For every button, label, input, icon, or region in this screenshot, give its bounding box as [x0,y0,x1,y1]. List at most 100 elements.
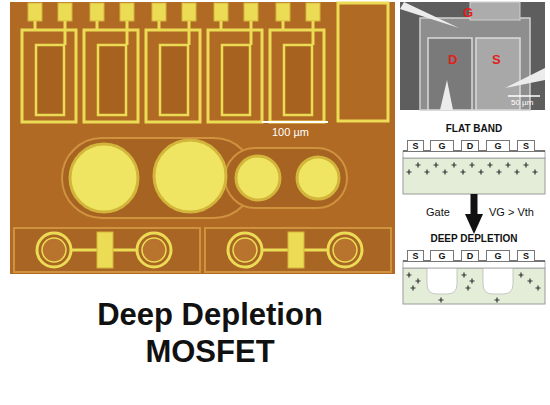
electrode-label: S [408,141,423,151]
electrode-box: G [430,140,454,152]
probe-needle [400,2,459,28]
capacitor-pad [236,156,280,200]
pad-lead [126,21,129,45]
capacitor-pad [297,157,339,199]
terminal-label: D [448,52,457,67]
probe-pad [244,3,258,21]
terminal-label: S [492,52,501,67]
probe-pad [152,3,166,21]
charge-symbol [452,163,457,168]
probe-pad [182,3,196,21]
substrate [403,158,545,194]
probe-pad [58,3,72,21]
sem-gate-pad [470,2,520,20]
test-structure [84,3,138,122]
pad-lead [250,21,253,45]
ring-electrode [142,238,166,262]
sem-background [400,2,545,110]
depletion-region [427,268,457,294]
capacitor-pad [154,140,226,212]
scale-label: 100 µm [272,126,309,138]
electrode-box: G [486,250,510,262]
ring-frame [205,228,391,272]
probe-pad [276,3,290,21]
test-structure [22,3,76,122]
charge-symbol [479,170,484,175]
transition-arrow [471,194,478,214]
pad-outline [146,30,200,122]
electrode-label: D [462,251,478,261]
pad-outline [98,45,126,115]
charge-symbol [416,163,421,168]
condition-label: VG > Vth [489,206,534,218]
charge-symbol [470,163,475,168]
scale-bar [262,121,328,123]
flat-band-cross-section [403,151,545,194]
charge-symbol [466,286,471,291]
capacitor-pad [70,144,138,212]
charge-symbol [497,170,502,175]
edge-label: Gate [426,206,450,218]
micrograph-background [10,2,395,274]
charge-symbol [434,163,439,168]
electrode-box: S [407,140,424,152]
oxide-layer [403,261,545,268]
cross-section-band: FLAT BANDSGDGS [403,122,545,194]
charge-symbol [407,170,412,175]
electrode-box: G [430,250,454,262]
pad-lead [220,21,223,30]
electrode-box: G [486,140,510,152]
probe-pad [120,3,134,21]
charge-symbol [407,273,412,278]
electrode-label: G [487,141,509,151]
probe-pad [90,3,104,21]
deep-depletion-cross-section [403,261,545,304]
band-heading: FLAT BAND [403,122,545,136]
pad-outline [284,45,312,115]
pad-outline [36,45,64,115]
substrate [403,268,545,304]
electrode-box: S [517,140,535,152]
charge-symbol [533,170,538,175]
test-structure [146,3,200,122]
charge-symbol [495,298,500,303]
probe-pad [306,3,320,21]
pad-outline [160,45,188,115]
charge-symbol [416,279,421,284]
test-structure [208,3,262,122]
ring-frame [14,228,200,272]
charge-symbol [439,298,444,303]
electrode-label: G [487,251,509,261]
probe-needle [440,80,453,110]
title: Deep Depletion MOSFET [80,296,340,370]
electrode-box: S [517,250,535,262]
pad-lead [64,21,67,45]
electrode-box: D [461,250,479,262]
ring-electrode [328,233,362,267]
ring-electrode [233,238,257,262]
micrograph [10,2,395,274]
charge-symbol [443,170,448,175]
electrode-box: S [407,250,424,262]
pad-lead [34,21,37,30]
electrode-box: D [461,140,479,152]
pad-lead [158,21,161,30]
charge-symbol [536,286,541,291]
ring-electrode [333,238,357,262]
charge-symbol [425,170,430,175]
band-heading: DEEP DEPLETION [403,232,545,246]
capacitor-frame [62,138,254,218]
ring-structure [14,228,200,272]
pad-lead [188,21,191,45]
charge-symbol [462,273,467,278]
cross-section-band: DEEP DEPLETIONSGDGS [403,232,545,304]
pad-lead [96,21,99,30]
electrode-label: G [431,141,453,151]
electrode-label: S [408,251,423,261]
sem-drain-pad [428,38,472,110]
charge-symbol [470,279,475,284]
charge-symbol [519,273,524,278]
